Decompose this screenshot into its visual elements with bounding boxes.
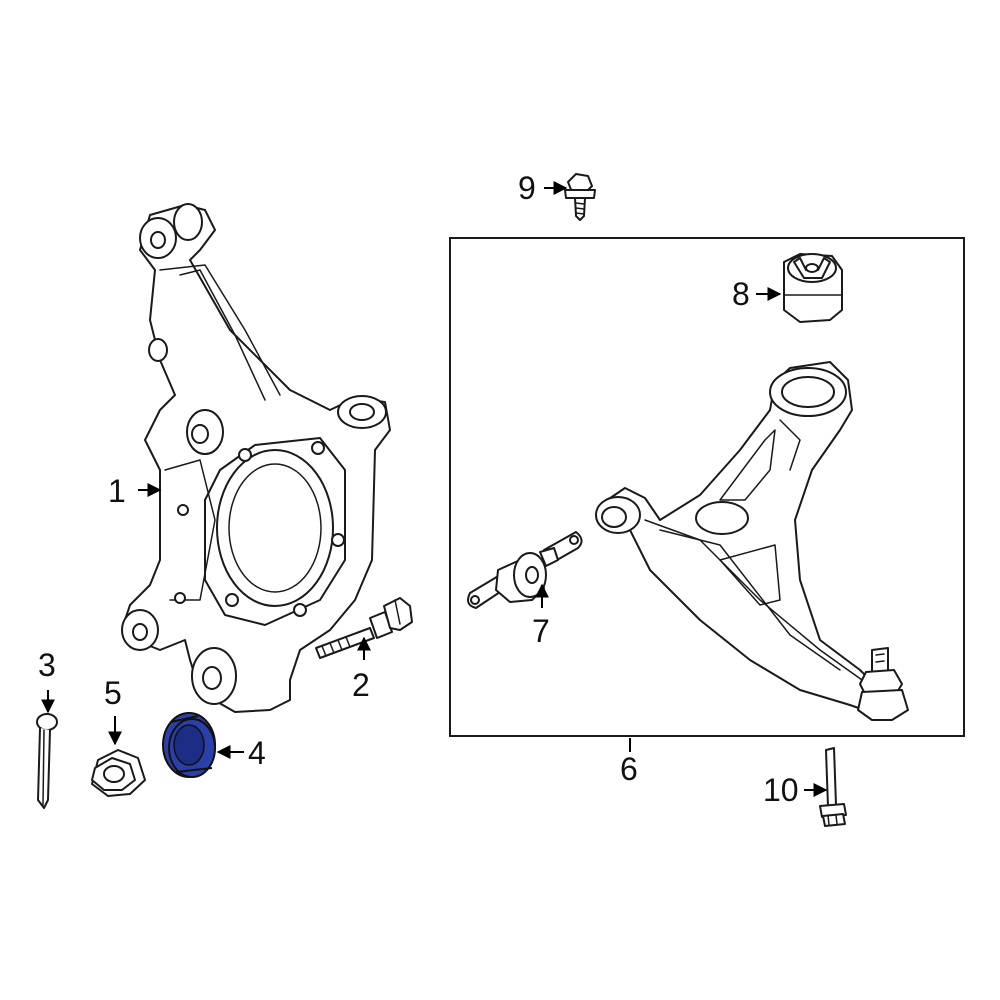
callout-1: 1 xyxy=(108,473,126,509)
callout-2: 2 xyxy=(352,667,370,703)
steering-knuckle[interactable] xyxy=(121,203,391,713)
callout-8: 8 xyxy=(732,276,750,312)
callout-10: 10 xyxy=(763,772,799,808)
cotter-pin[interactable] xyxy=(36,713,58,809)
callout-9: 9 xyxy=(518,170,536,206)
lower-bolt[interactable] xyxy=(819,747,847,827)
knuckle-bolt[interactable] xyxy=(315,597,413,659)
seal-inner xyxy=(173,724,205,766)
flange-nut[interactable] xyxy=(91,749,146,797)
rear-bushing[interactable] xyxy=(783,253,843,323)
control-arm-assembly-box xyxy=(449,237,965,737)
callout-3: 3 xyxy=(38,647,56,683)
callout-5: 5 xyxy=(104,675,122,711)
lower-control-arm[interactable] xyxy=(595,361,909,721)
upper-bolt[interactable] xyxy=(564,173,596,221)
callout-7: 7 xyxy=(532,613,550,649)
front-bushing[interactable] xyxy=(467,531,583,609)
callout-4: 4 xyxy=(248,735,266,771)
callout-6: 6 xyxy=(620,751,638,787)
seal-ring[interactable] xyxy=(162,712,216,778)
